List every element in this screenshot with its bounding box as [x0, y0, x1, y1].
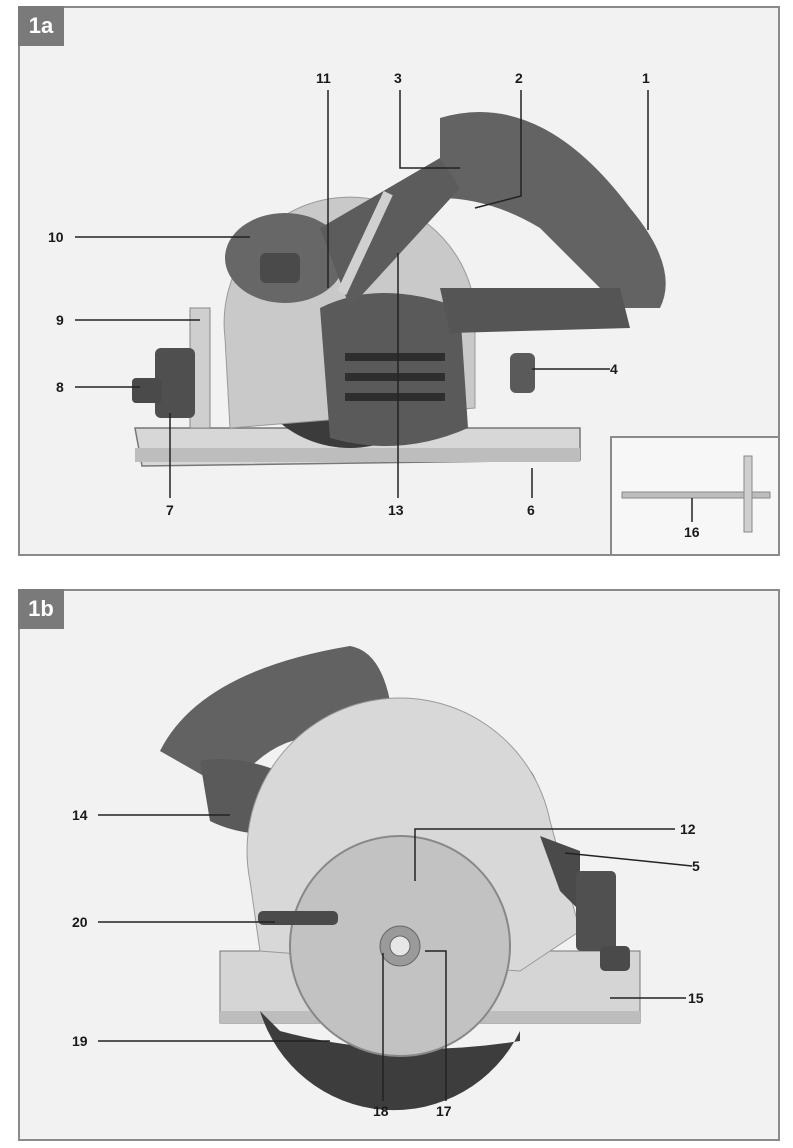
callout-13: 13 — [388, 502, 404, 518]
callout-19: 19 — [72, 1033, 88, 1049]
callout-8: 8 — [56, 379, 64, 395]
callout-15: 15 — [688, 990, 704, 1006]
parallel-guide-drawing — [621, 455, 771, 533]
callout-2: 2 — [515, 70, 523, 86]
callout-9: 9 — [56, 312, 64, 328]
circular-saw-blade-side-view — [98, 646, 693, 1111]
callout-12: 12 — [680, 821, 696, 837]
callout-17: 17 — [436, 1103, 452, 1119]
parallel-guide-inset: 16 — [610, 436, 780, 556]
callout-20: 20 — [72, 914, 88, 930]
callout-4: 4 — [610, 361, 618, 377]
callout-6: 6 — [527, 502, 535, 518]
callout-3: 3 — [394, 70, 402, 86]
callout-18: 18 — [373, 1103, 389, 1119]
panel-tag-1a: 1a — [18, 6, 64, 46]
figure-panel-1a: 1a — [18, 6, 780, 556]
circular-saw-side-view — [75, 90, 666, 498]
callout-10: 10 — [48, 229, 64, 245]
callout-16: 16 — [684, 524, 700, 540]
panel-tag-1b: 1b — [18, 589, 64, 629]
callout-5: 5 — [692, 858, 700, 874]
figure-panel-1b: 1b 14 12 — [18, 589, 780, 1141]
callout-11: 11 — [316, 70, 331, 86]
callout-14: 14 — [72, 807, 88, 823]
callout-7: 7 — [166, 502, 174, 518]
callout-1: 1 — [642, 70, 650, 86]
